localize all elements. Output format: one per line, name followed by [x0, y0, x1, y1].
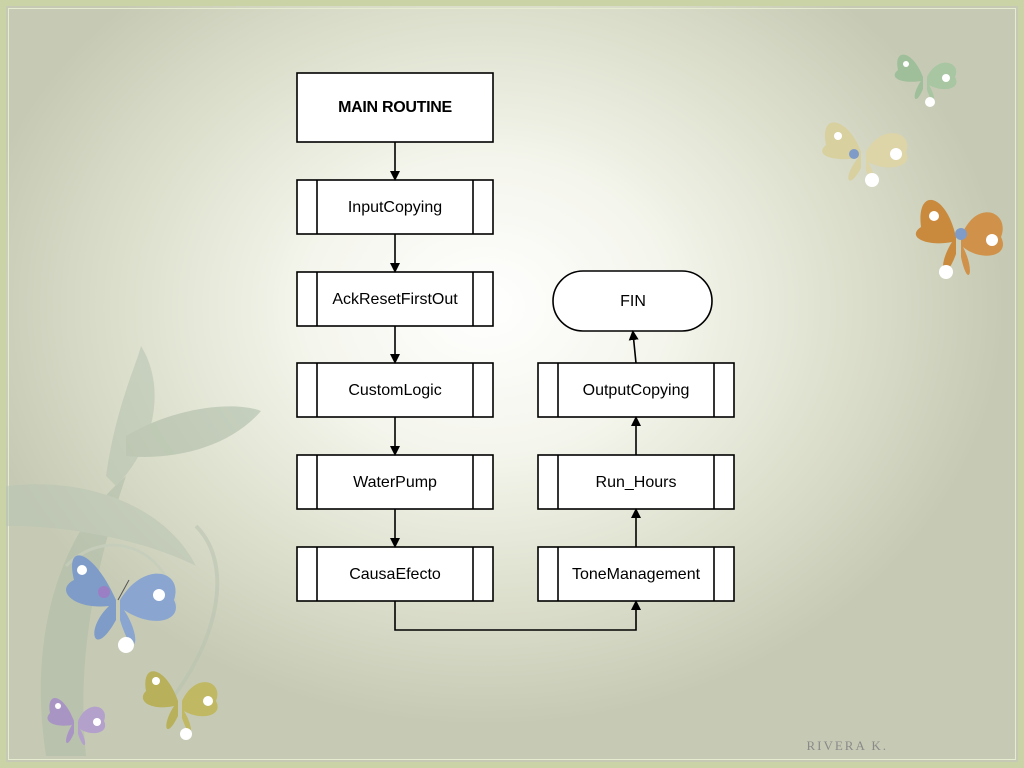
- fin-label: FIN: [620, 293, 646, 310]
- butterfly-icon: [906, 182, 1011, 297]
- subroutine-causa-efecto: CausaEfecto: [296, 546, 494, 602]
- subroutine-run-hours: Run_Hours: [537, 454, 735, 510]
- butterfly-icon: [814, 110, 914, 200]
- subroutine-label: OutputCopying: [583, 382, 690, 399]
- subroutine-label: InputCopying: [348, 199, 442, 216]
- subroutine-label: CausaEfecto: [349, 566, 441, 583]
- subroutine-ack-reset-first-out: AckResetFirstOut: [296, 271, 494, 327]
- decor-layer: [6, 346, 261, 756]
- connectors: [390, 142, 641, 631]
- connector-arrow: [628, 330, 639, 364]
- subroutine-custom-logic: CustomLogic: [296, 362, 494, 418]
- flowchart: MAIN ROUTINE InputCopying AckResetFirstO…: [296, 72, 735, 631]
- subroutine-water-pump: WaterPump: [296, 454, 494, 510]
- subroutine-label: CustomLogic: [348, 382, 441, 399]
- main-routine-box: MAIN ROUTINE: [296, 72, 494, 143]
- subroutine-label: ToneManagement: [572, 566, 701, 583]
- butterfly-icon: [42, 686, 112, 761]
- main-routine-label: MAIN ROUTINE: [338, 99, 452, 116]
- subroutine-tone-management: ToneManagement: [537, 546, 735, 602]
- butterfly-icon: [54, 540, 184, 665]
- connector-arrow: [394, 600, 641, 631]
- subroutine-input-copying: InputCopying: [296, 179, 494, 235]
- subroutine-output-copying: OutputCopying: [537, 362, 735, 418]
- terminator-fin: FIN: [552, 270, 713, 332]
- butterfly-icon: [136, 656, 226, 751]
- subroutine-label: WaterPump: [353, 474, 437, 491]
- subroutine-label: Run_Hours: [596, 474, 677, 491]
- leaf-icon: [6, 346, 261, 756]
- author-credit: RIVERA K.: [806, 738, 888, 753]
- butterfly-icon: [888, 42, 963, 117]
- subroutine-label: AckResetFirstOut: [332, 291, 458, 308]
